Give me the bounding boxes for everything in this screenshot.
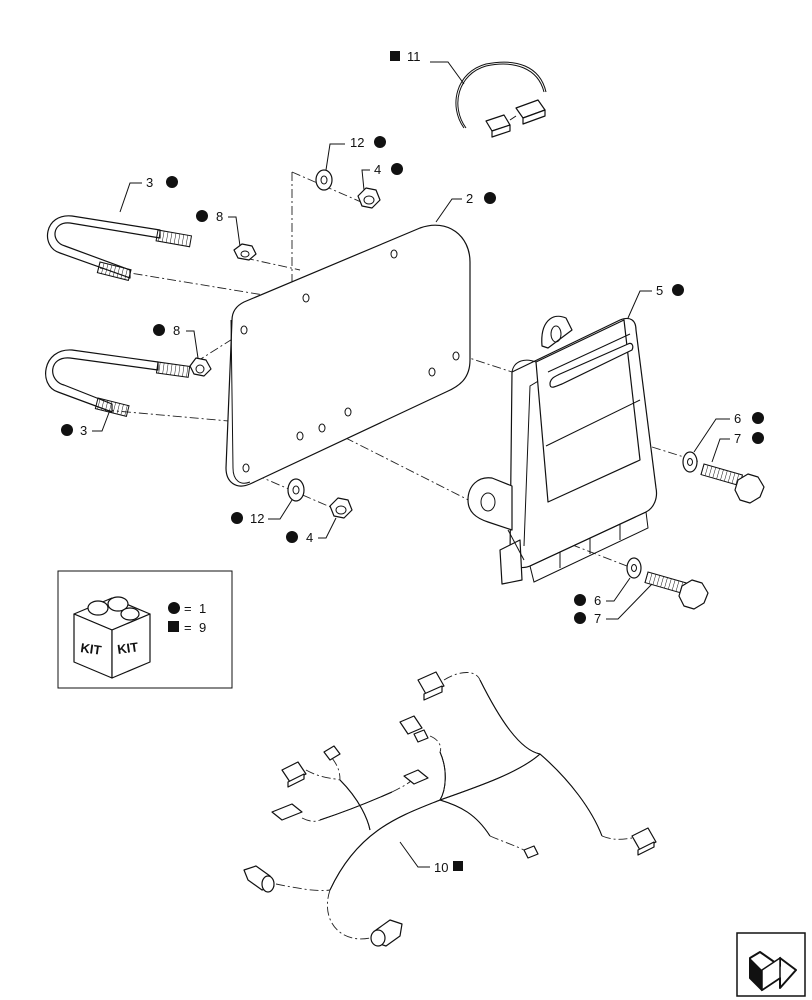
- callout-8-upper: 8: [216, 209, 223, 224]
- callout-11: 11: [407, 49, 421, 64]
- kit-label-left: KIT: [80, 640, 103, 658]
- u-bolt-upper: [46, 215, 193, 282]
- callout-8-lower: 8: [173, 323, 180, 338]
- nut-lower: [189, 357, 212, 377]
- callout-4-lower: 4: [306, 530, 313, 545]
- legend-value-1: 1: [199, 601, 206, 616]
- kit-box-icon: KIT KIT: [73, 596, 151, 679]
- next-page-arrow-icon[interactable]: [736, 932, 806, 997]
- legend-entry-circle: = 1: [168, 601, 206, 616]
- callout-4-upper: 4: [374, 162, 381, 177]
- controller-module: [467, 315, 658, 585]
- washer-right-upper: [682, 451, 698, 473]
- flange-nut-upper: [357, 187, 381, 209]
- callout-7-lower: 7: [594, 611, 601, 626]
- wiring-harness: [243, 671, 657, 947]
- callout-6-lower: 6: [594, 593, 601, 608]
- harness-connector-assembly: [455, 61, 547, 138]
- callout-10: 10: [434, 860, 448, 875]
- mounting-plate: [225, 224, 471, 487]
- washer-upper: [315, 169, 333, 191]
- bolt-right-lower: [644, 571, 709, 610]
- callout-7-upper: 7: [734, 431, 741, 446]
- nut-upper: [233, 243, 257, 261]
- callout-12-lower: 12: [250, 511, 264, 526]
- callout-3-lower: 3: [80, 423, 87, 438]
- kit-legend: KIT KIT = 1 = 9: [57, 570, 233, 689]
- callout-5: 5: [656, 283, 663, 298]
- callout-6-upper: 6: [734, 411, 741, 426]
- washer-right-lower: [626, 557, 642, 579]
- callouts: 11 12 4 3 2 8 5 8 3 6: [61, 49, 764, 875]
- callout-12-upper: 12: [350, 135, 364, 150]
- legend-entry-square: = 9: [168, 620, 206, 635]
- legend-equals-2: =: [184, 620, 192, 635]
- u-bolt-lower: [45, 349, 191, 418]
- legend-equals-1: =: [184, 601, 192, 616]
- kit-label-right: KIT: [116, 639, 139, 657]
- bolt-right-upper: [700, 463, 765, 504]
- flange-nut-lower: [329, 497, 353, 519]
- callout-2: 2: [466, 191, 473, 206]
- washer-lower: [287, 478, 305, 502]
- legend-value-2: 9: [199, 620, 206, 635]
- callout-3-upper: 3: [146, 175, 153, 190]
